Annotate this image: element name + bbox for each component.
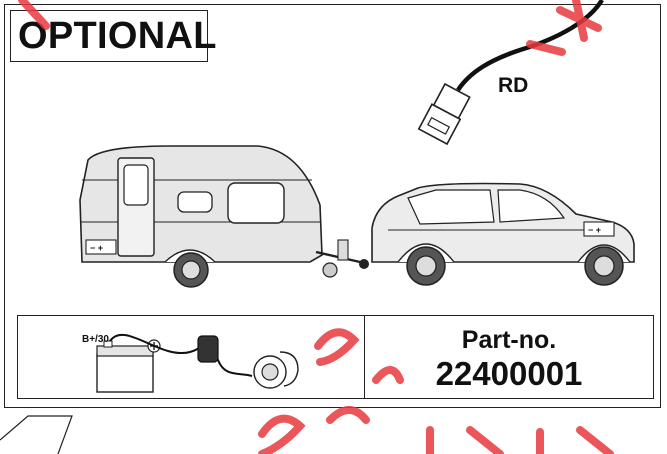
part-number-panel: Part-no. 22400001	[364, 315, 654, 399]
svg-text:− +: − +	[588, 225, 601, 235]
part-number-value: 22400001	[365, 355, 653, 393]
battery-terminal-label: B+/30	[82, 334, 109, 345]
connector-plug-icon	[419, 0, 602, 144]
wire-color-label: RD	[498, 74, 528, 98]
car-icon: − +	[359, 184, 634, 286]
page-fold	[0, 416, 72, 454]
battery-kit-panel	[17, 315, 365, 399]
part-number-label: Part-no.	[365, 326, 653, 355]
svg-text:− +: − +	[90, 243, 103, 253]
caravan-icon: − +	[80, 146, 360, 287]
